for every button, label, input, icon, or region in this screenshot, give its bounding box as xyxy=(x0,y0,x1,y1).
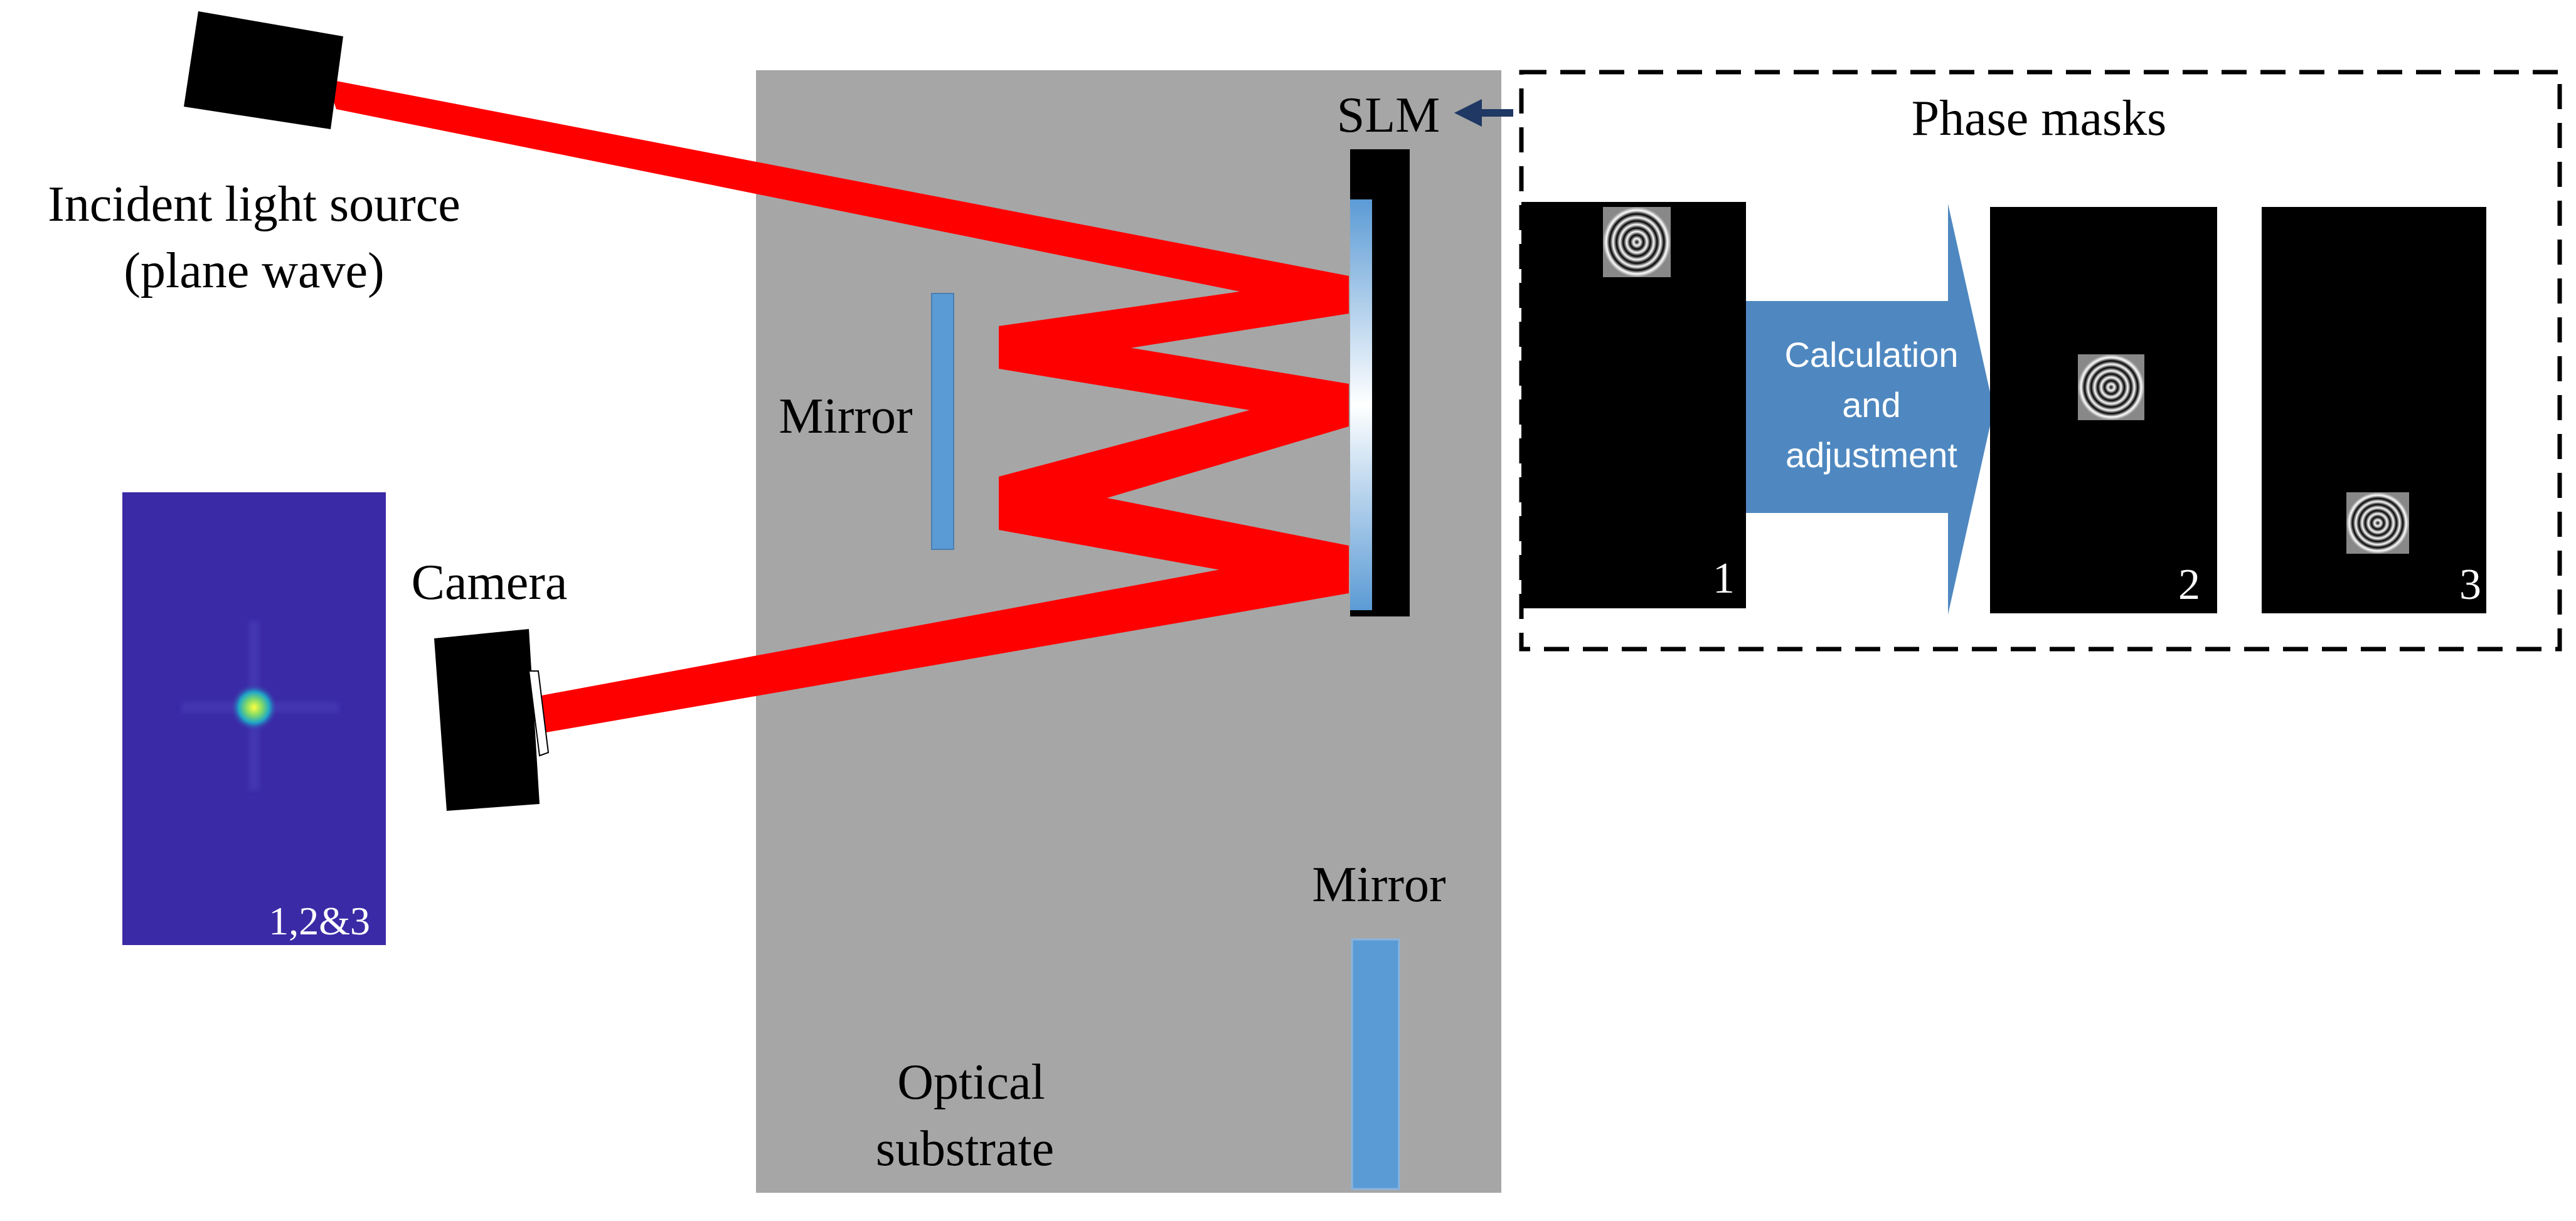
light-source-label-line2: (plane wave) xyxy=(124,243,384,299)
focal-spot xyxy=(230,684,278,731)
arrow-label-line1: Calculation xyxy=(1784,335,1958,374)
slm-label: SLM xyxy=(1337,88,1440,143)
intensity-caption: 1,2&3 xyxy=(269,899,370,943)
slm-surface xyxy=(1350,199,1372,610)
mask-number-3: 3 xyxy=(2459,561,2481,609)
phase-mask-2: 2 xyxy=(1990,207,2217,613)
mirror-upper xyxy=(931,293,954,550)
laser-beam xyxy=(326,79,1349,732)
light-source-label-line1: Incident light source xyxy=(48,177,460,232)
mirror-upper-label: Mirror xyxy=(779,389,912,444)
calculation-arrow: Calculation and adjustment xyxy=(1746,204,1994,615)
phase-masks-title: Phase masks xyxy=(1912,91,2167,146)
light-source-box xyxy=(184,11,343,129)
slm-pointer-arrow xyxy=(1454,99,1513,127)
camera-lens xyxy=(528,670,550,757)
phase-mask-1: 1 xyxy=(1521,202,1746,608)
substrate-label-line2: substrate xyxy=(876,1121,1054,1176)
substrate-label-line1: Optical xyxy=(897,1055,1045,1110)
arrow-label-line3: adjustment xyxy=(1786,435,1957,475)
camera-body xyxy=(434,629,540,811)
arrow-label-line2: and xyxy=(1842,385,1900,425)
phase-mask-3: 3 xyxy=(2262,207,2486,613)
mirror-lower-label: Mirror xyxy=(1312,857,1445,912)
intensity-pattern-image: 1,2&3 xyxy=(122,492,386,945)
mask-number-1: 1 xyxy=(1713,554,1735,603)
mask-number-2: 2 xyxy=(2178,561,2200,609)
mirror-lower xyxy=(1351,938,1400,1190)
camera-label: Camera xyxy=(412,555,568,610)
